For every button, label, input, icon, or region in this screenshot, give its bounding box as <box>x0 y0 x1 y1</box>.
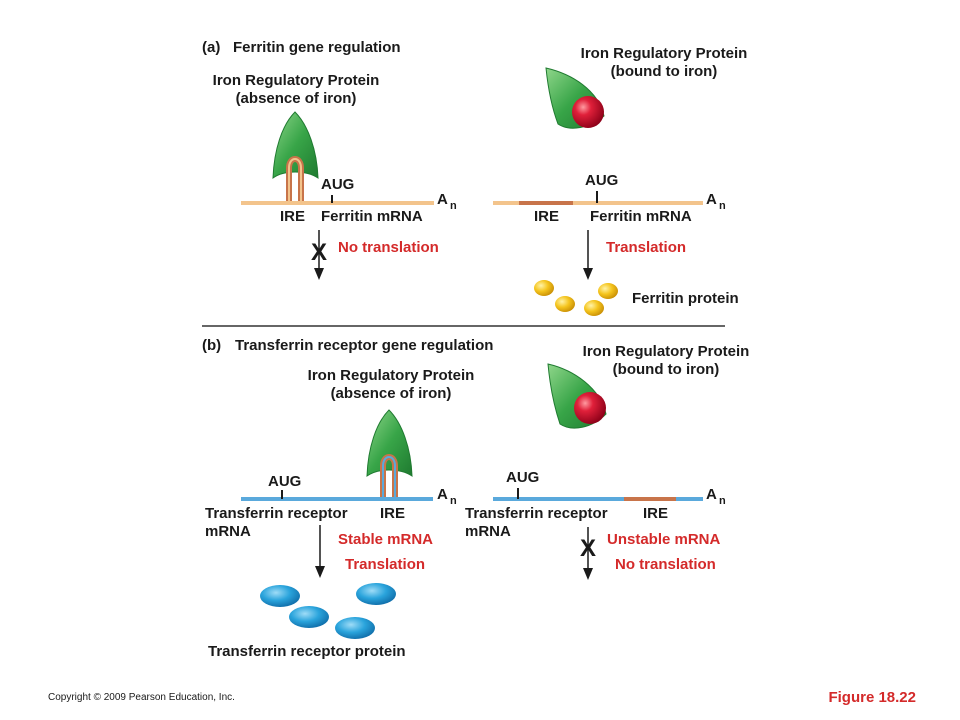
b-left-irp-protein <box>366 409 413 478</box>
a-right-protein-line2: (bound to iron) <box>611 63 718 80</box>
b-right-mrna-line2: mRNA <box>465 523 511 540</box>
a-right-mrna-label: Ferritin mRNA <box>590 208 692 225</box>
panel-b-title: Transferrin receptor gene regulation <box>235 337 493 354</box>
a-left-ire-label: IRE <box>280 208 305 225</box>
b-right-poly-a: A <box>706 486 717 503</box>
b-right-poly-a-sub: n <box>719 495 726 507</box>
b-left-poly-a: A <box>437 486 448 503</box>
a-left-mrna-label: Ferritin mRNA <box>321 208 423 225</box>
a-right-ire-label: IRE <box>534 208 559 225</box>
a-right-iron-atom <box>572 96 604 128</box>
a-right-protein-line1: Iron Regulatory Protein <box>581 45 748 62</box>
a-left-protein-line1: Iron Regulatory Protein <box>213 72 380 89</box>
panel-a-title: Ferritin gene regulation <box>233 39 401 56</box>
b-right-iron-atom <box>574 392 606 424</box>
b-right-mrna-line1: Transferrin receptor <box>465 505 608 522</box>
a-right-aug: AUG <box>585 172 618 189</box>
transferrin-receptor-protein-particles <box>260 583 396 639</box>
b-right-ire-label: IRE <box>643 505 668 522</box>
b-left-poly-a-sub: n <box>450 495 457 507</box>
a-left-aug: AUG <box>321 176 354 193</box>
b-right-outcome-unstable: Unstable mRNA <box>607 531 721 548</box>
a-right-poly-a: A <box>706 191 717 208</box>
a-left-poly-a: A <box>437 191 448 208</box>
b-left-ire-hairpin <box>380 454 398 501</box>
a-left-block-x: X <box>311 239 327 266</box>
a-right-arrow <box>583 230 593 280</box>
b-left-mrna-line2: mRNA <box>205 523 251 540</box>
a-left-irp-protein <box>272 111 319 180</box>
ferritin-protein-particles <box>534 280 618 316</box>
b-right-arrow <box>583 527 593 580</box>
b-left-outcome-translation: Translation <box>345 556 425 573</box>
a-left-arrow <box>314 230 324 280</box>
panel-b-label: (b) <box>202 337 221 354</box>
b-left-ire-label: IRE <box>380 505 405 522</box>
ferritin-protein-label: Ferritin protein <box>632 290 739 307</box>
b-right-outcome-no-translation: No translation <box>615 556 716 573</box>
b-right-block-x: X <box>580 535 596 562</box>
b-right-protein-line1: Iron Regulatory Protein <box>583 343 750 360</box>
a-left-ire-hairpin <box>286 156 304 205</box>
a-right-outcome: Translation <box>606 239 686 256</box>
a-right-poly-a-sub: n <box>719 200 726 212</box>
a-left-protein-line2: (absence of iron) <box>236 90 357 107</box>
b-left-aug: AUG <box>268 473 301 490</box>
b-right-aug: AUG <box>506 469 539 486</box>
figure-number: Figure 18.22 <box>828 689 916 706</box>
b-left-arrow <box>315 525 325 578</box>
b-right-protein-line2: (bound to iron) <box>613 361 720 378</box>
transferrin-receptor-protein-label: Transferrin receptor protein <box>208 643 406 660</box>
copyright-notice: Copyright © 2009 Pearson Education, Inc. <box>48 692 235 703</box>
b-left-outcome-stable: Stable mRNA <box>338 531 433 548</box>
b-left-mrna-line1: Transferrin receptor <box>205 505 348 522</box>
a-left-poly-a-sub: n <box>450 200 457 212</box>
b-left-protein-line2: (absence of iron) <box>331 385 452 402</box>
b-left-protein-line1: Iron Regulatory Protein <box>308 367 475 384</box>
panel-a-label: (a) <box>202 39 220 56</box>
a-left-outcome: No translation <box>338 239 439 256</box>
